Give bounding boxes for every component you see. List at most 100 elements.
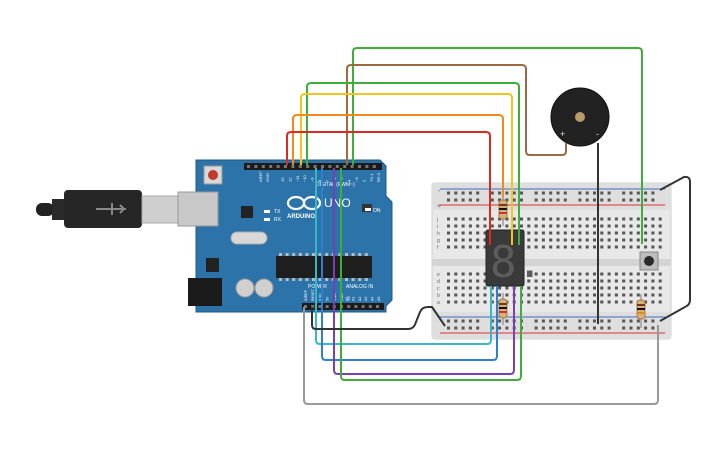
breadboard-hole xyxy=(644,293,648,297)
breadboard-center-channel xyxy=(432,259,671,266)
resistor-top-band-3 xyxy=(499,212,507,214)
breadboard-hole xyxy=(468,198,472,202)
breadboard-hole xyxy=(490,198,494,202)
breadboard-hole xyxy=(556,231,560,235)
breadboard-hole xyxy=(607,326,611,330)
breadboard-hole xyxy=(578,300,582,304)
breadboard-hole xyxy=(527,272,531,276)
breadboard-hole xyxy=(644,300,648,304)
breadboard-hole xyxy=(468,272,472,276)
breadboard-hole xyxy=(556,279,560,283)
breadboard-hole xyxy=(483,231,487,235)
breadboard-hole xyxy=(490,217,494,221)
digital-pin-label: TX 1 xyxy=(369,173,374,182)
breadboard-hole xyxy=(614,286,618,290)
breadboard-hole xyxy=(468,293,472,297)
breadboard-hole xyxy=(549,293,553,297)
analog-pin-label: A0 xyxy=(345,297,349,301)
breadboard-hole xyxy=(614,293,618,297)
breadboard-hole xyxy=(468,238,472,242)
breadboard-hole xyxy=(563,279,567,283)
wire-gray-5v xyxy=(303,307,659,405)
breadboard-hole xyxy=(447,279,450,283)
breadboard-hole xyxy=(651,272,655,276)
breadboard-hole xyxy=(527,238,531,242)
row-letter: c xyxy=(437,286,440,292)
breadboard-hole xyxy=(651,217,655,221)
analog-pin-label: A4 xyxy=(371,297,375,301)
buzzer-minus-label: - xyxy=(596,129,599,139)
breadboard-hole xyxy=(483,245,487,249)
analog-header-label: ANALOG IN xyxy=(346,284,374,290)
breadboard-hole xyxy=(498,217,502,221)
breadboard-hole xyxy=(461,198,465,202)
breadboard-hole xyxy=(541,300,545,304)
wire-green-pushbutton xyxy=(352,47,643,244)
wire-blue xyxy=(321,168,498,361)
pushbutton-cap[interactable] xyxy=(644,256,654,266)
analog-pin-label: A1 xyxy=(351,297,355,301)
chip-pin xyxy=(351,253,355,256)
digital-header-hole xyxy=(350,165,354,168)
breadboard-hole xyxy=(629,191,633,195)
breadboard-hole xyxy=(578,272,582,276)
chip-pin xyxy=(285,253,289,256)
breadboard-hole xyxy=(658,293,662,297)
breadboard-hole xyxy=(585,198,589,202)
breadboard-hole xyxy=(600,217,604,221)
breadboard-hole xyxy=(468,319,472,323)
digital-header-hole xyxy=(247,165,250,168)
resistor-button-band-1 xyxy=(637,304,645,306)
breadboard-hole xyxy=(607,293,611,297)
breadboard-hole xyxy=(629,319,633,323)
reset-button-cap[interactable] xyxy=(208,170,218,180)
breadboard-hole xyxy=(476,326,480,330)
pushbutton[interactable] xyxy=(639,251,659,271)
rail-plus-label: + xyxy=(437,203,441,210)
breadboard-hole xyxy=(593,238,596,242)
breadboard-hole xyxy=(636,191,640,195)
breadboard-hole xyxy=(607,279,611,283)
breadboard-hole xyxy=(563,217,567,221)
chip-pin xyxy=(338,278,342,281)
breadboard-hole xyxy=(571,279,575,283)
usb-chip xyxy=(241,206,253,218)
resistor-bottom-band-1 xyxy=(499,303,507,305)
display-body xyxy=(485,229,525,287)
resistor-button-band-2 xyxy=(637,308,645,310)
breadboard-hole xyxy=(534,279,538,283)
row-letter: a xyxy=(437,300,440,306)
breadboard-hole xyxy=(498,293,502,297)
chip-pin xyxy=(338,253,342,256)
breadboard-hole xyxy=(578,286,582,290)
power-header-hole xyxy=(347,305,351,308)
breadboard-hole xyxy=(476,245,480,249)
breadboard-hole xyxy=(607,191,611,195)
breadboard-hole xyxy=(593,191,596,195)
gnd-label: GND xyxy=(265,173,270,182)
voltage-regulator xyxy=(206,258,219,272)
breadboard-hole xyxy=(600,238,604,242)
breadboard-hole xyxy=(629,293,633,297)
logo-text: ARDUINO xyxy=(287,214,315,220)
header-holes xyxy=(247,165,379,308)
breadboard-hole xyxy=(556,217,560,221)
breadboard-hole xyxy=(571,231,575,235)
breadboard-hole xyxy=(520,191,523,195)
usb-icon xyxy=(96,203,126,215)
breadboard-hole xyxy=(629,286,633,290)
breadboard-hole xyxy=(585,300,589,304)
digital-header-hole xyxy=(269,165,273,168)
row-letter: h xyxy=(437,231,440,237)
digital-pin-label: ~11 xyxy=(295,175,300,182)
wire-cyan xyxy=(315,168,492,345)
breadboard-hole xyxy=(534,231,538,235)
breadboard-hole xyxy=(447,231,450,235)
resistor-bottom-band-2 xyxy=(499,307,507,309)
buzzer-plus-label: + xyxy=(560,129,565,139)
breadboard-hole xyxy=(476,198,480,202)
breadboard-hole xyxy=(454,245,458,249)
chip-pin xyxy=(312,253,315,256)
breadboard-hole xyxy=(593,293,596,297)
chip-pin xyxy=(358,278,362,281)
